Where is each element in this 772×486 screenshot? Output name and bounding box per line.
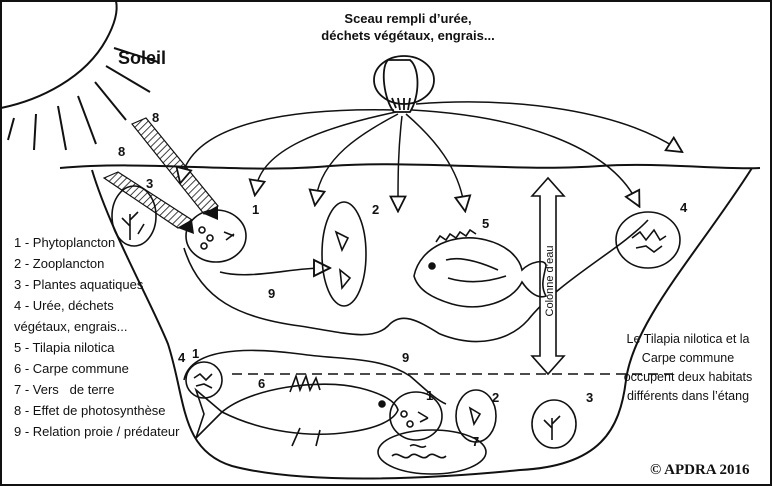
bucket-caption-text: Sceau rempli d’urée, déchets végétaux, e…	[321, 11, 494, 43]
habitat-note-text: Le Tilapia nilotica et la Carpe commune …	[624, 332, 753, 403]
aquatic-plants-oval-bottom	[532, 400, 576, 448]
legend-item: 9 - Relation proie / prédateur	[14, 421, 204, 442]
bucket-caption: Sceau rempli d’urée, déchets végétaux, e…	[318, 10, 498, 44]
spreading-arrows	[182, 102, 676, 204]
number-label: 3	[146, 176, 153, 191]
number-label: 1	[192, 346, 199, 361]
legend-item: 2 - Zooplancton	[14, 253, 204, 274]
number-label: 7	[472, 434, 479, 449]
legend-item: végétaux, engrais...	[14, 316, 204, 337]
legend-item: 4 - Urée, déchets	[14, 295, 204, 316]
water-column-label: Colonne d’eau	[536, 206, 564, 356]
number-label: 5	[482, 216, 489, 231]
legend: 1 - Phytoplancton 2 - Zooplancton 3 - Pl…	[14, 232, 204, 442]
number-label: 4	[178, 350, 185, 365]
number-label: 8	[118, 144, 125, 159]
habitat-note: Le Tilapia nilotica et la Carpe commune …	[608, 330, 768, 406]
number-label: 1	[252, 202, 259, 217]
carp-fish	[196, 376, 398, 446]
legend-item: 7 - Vers de terre	[14, 379, 204, 400]
sun-label: Soleil	[118, 48, 166, 69]
legend-item: 5 - Tilapia nilotica	[14, 337, 204, 358]
number-label: 3	[586, 390, 593, 405]
zooplankton-oval-top	[322, 202, 366, 306]
photosynthesis-beams	[104, 118, 218, 234]
tilapia-fish	[414, 230, 546, 307]
number-label: 9	[402, 350, 409, 365]
number-label: 9	[268, 286, 275, 301]
number-label: 2	[492, 390, 499, 405]
worms-oval	[378, 430, 486, 474]
legend-item: 8 - Effet de photosynthèse	[14, 400, 204, 421]
water-column-text: Colonne d’eau	[544, 246, 556, 317]
legend-item: 1 - Phytoplancton	[14, 232, 204, 253]
number-label: 8	[152, 110, 159, 125]
phytoplankton-oval-bottom	[390, 392, 442, 440]
number-label: 1	[426, 388, 433, 403]
copyright: © APDRA 2016	[650, 462, 750, 479]
legend-item: 3 - Plantes aquatiques	[14, 274, 204, 295]
legend-item: 6 - Carpe commune	[14, 358, 204, 379]
number-label: 6	[258, 376, 265, 391]
number-label: 4	[680, 200, 687, 215]
number-label: 2	[372, 202, 379, 217]
